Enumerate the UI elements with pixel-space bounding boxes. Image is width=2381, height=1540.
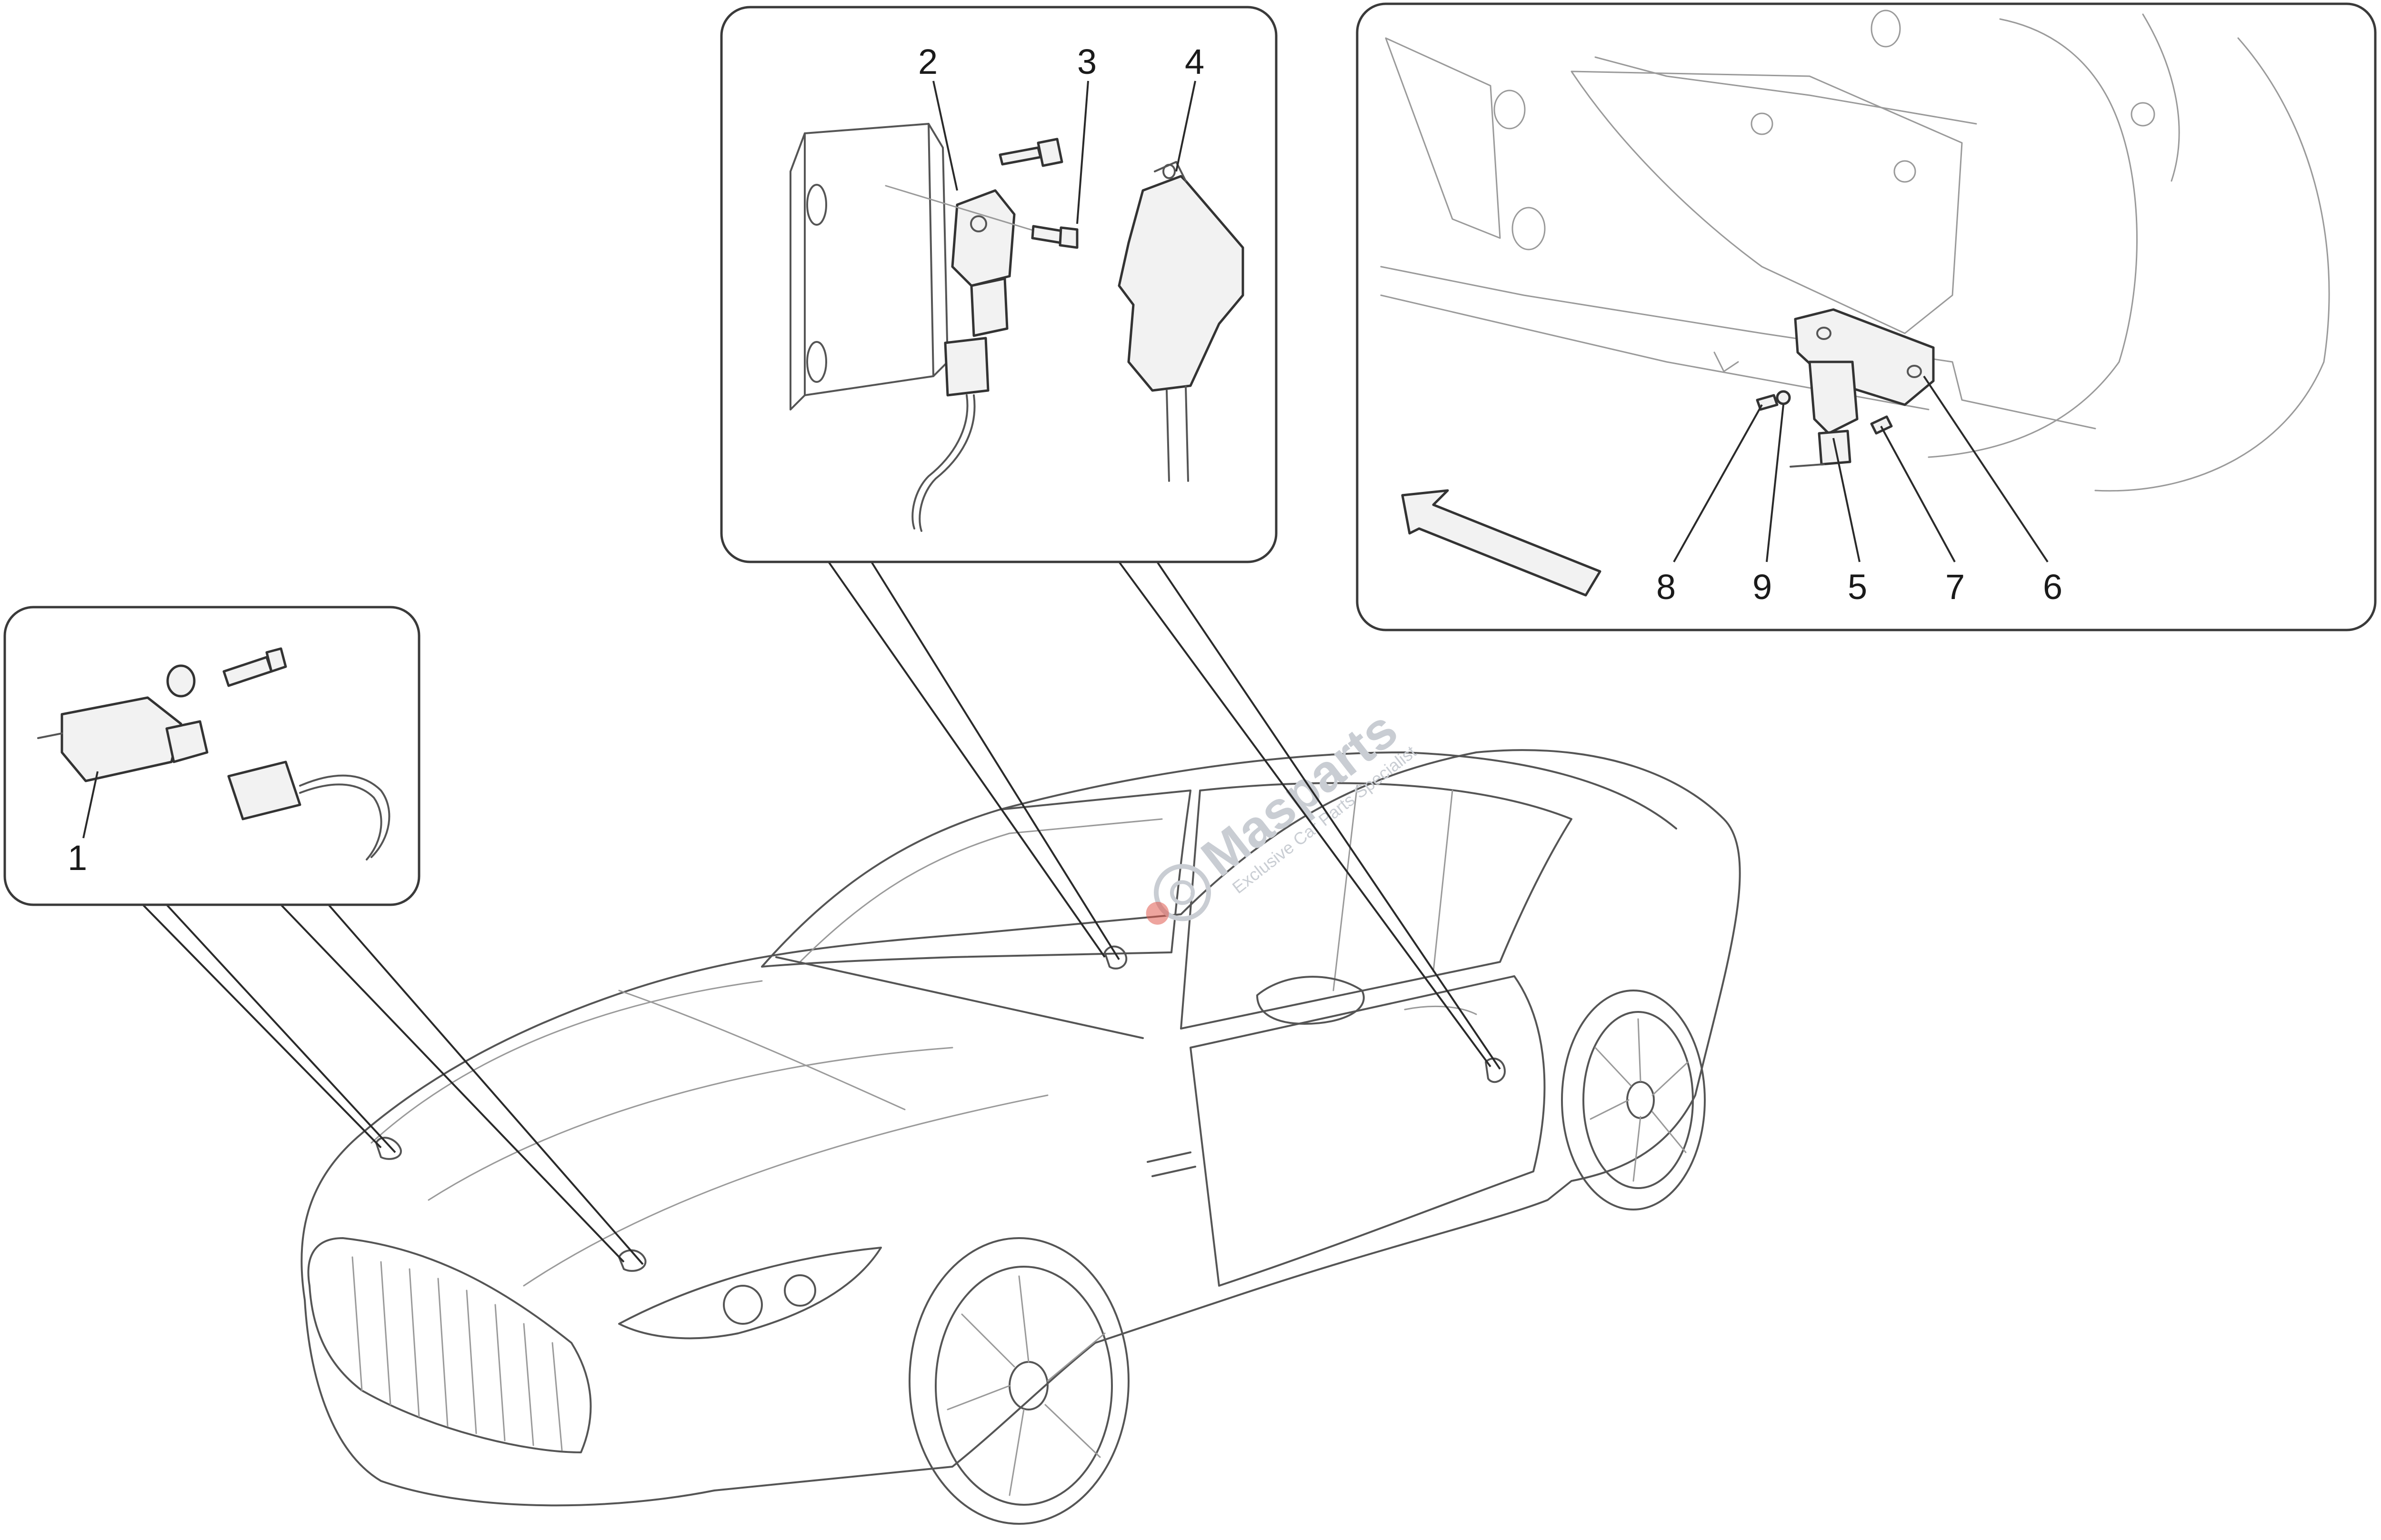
callout-2: 2 [918, 42, 938, 81]
inset-door-sensor: 8 9 5 7 6 [1356, 2, 2377, 631]
front-wheel [909, 1237, 1130, 1525]
leader-lines [142, 561, 1501, 1265]
watermark: Masparts Exclusive Car Parts Specialist [1146, 700, 1420, 925]
inset-front-sensor: 1 [3, 606, 420, 906]
direction-arrow-icon [1401, 489, 1601, 597]
callout-3: 3 [1077, 42, 1097, 81]
callout-7: 7 [1945, 567, 1965, 607]
callout-6: 6 [2043, 567, 2062, 607]
inset-pillar-sensor: 2 3 4 [720, 6, 1278, 563]
watermark-brand: Masparts [1190, 700, 1408, 887]
callout-9: 9 [1752, 567, 1772, 607]
watermark-accent-icon [1146, 901, 1169, 925]
car-illustration [300, 749, 1741, 1525]
rear-wheel [1561, 990, 1706, 1210]
callout-8: 8 [1656, 567, 1676, 607]
callout-1: 1 [68, 838, 87, 878]
callout-4: 4 [1185, 42, 1204, 81]
callout-5: 5 [1848, 567, 1867, 607]
